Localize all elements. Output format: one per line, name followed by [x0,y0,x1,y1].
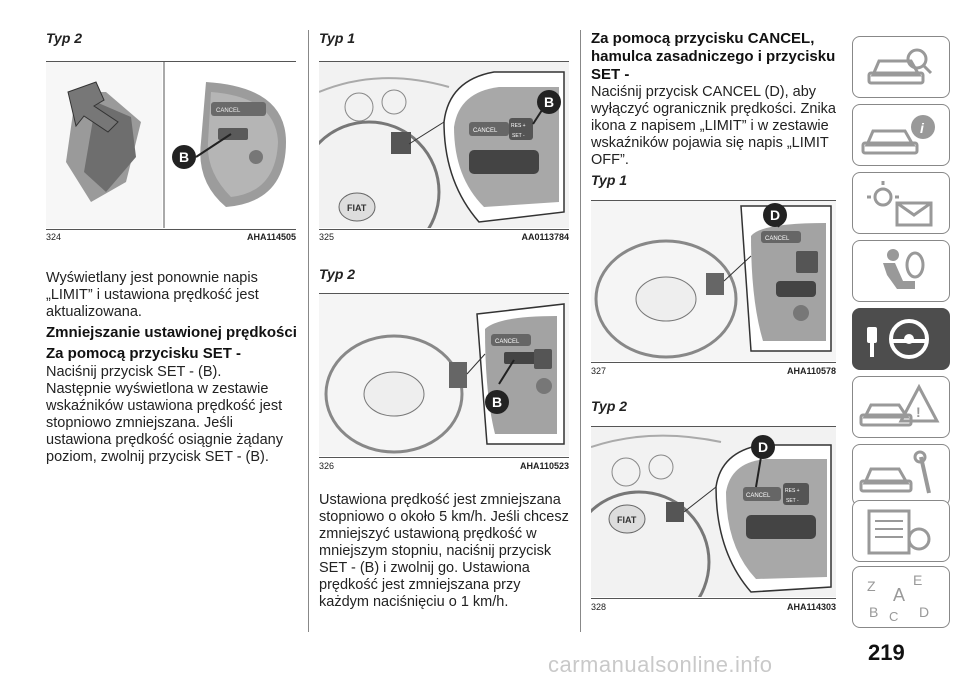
svg-text:B: B [869,604,878,620]
svg-text:RES +: RES + [785,488,800,494]
subsection-heading: Za pomocą przycisku SET - [46,345,242,362]
tab-warning-lights[interactable] [852,172,950,234]
divider [591,426,836,427]
car-crash-warning-icon: ! [859,383,940,427]
divider [319,229,569,230]
svg-text:D: D [919,604,929,620]
cancel-label: CANCEL [216,108,241,114]
car-search-icon [867,48,933,85]
tab-alphabetical-index[interactable]: Z E A B C D [852,566,950,628]
tab-car-info[interactable]: i [852,104,950,166]
tab-starting-driving[interactable] [852,308,950,370]
watermark: carmanualsonline.info [548,652,773,677]
paragraph: Następnie wyświetlona w zestawie wskaźni… [46,381,283,465]
section-heading-typ1: Typ 1 [591,172,628,188]
warning-lights-icon [867,181,933,227]
technical-data-icon [867,509,931,555]
figure-324: CANCEL B [46,62,296,228]
figure-code: AA0113784 [521,232,569,242]
alphabet-index-icon: Z E A B C D [867,572,929,624]
callout-d: D [758,439,768,455]
svg-text:SET -: SET - [512,133,525,139]
divider [591,362,836,363]
paragraph: Ustawiona prędkość jest zmniejszana stop… [319,492,569,610]
callout-b: B [179,149,189,165]
section-heading-typ2: Typ 2 [319,266,356,282]
car-info-icon: i [861,115,935,155]
callout-d: D [770,207,780,223]
figure-code: AHA114303 [786,602,836,612]
svg-text:!: ! [916,404,921,420]
airbag-seat-icon [883,249,925,289]
column-separator [308,30,309,632]
figure-number: 328 [591,602,607,612]
tab-technical-data[interactable] [852,500,950,562]
svg-text:C: C [889,609,898,624]
paragraph: Naciśnij przycisk CANCEL (D), aby wyłącz… [591,84,836,168]
divider [319,61,569,62]
svg-text:SET -: SET - [786,498,799,504]
figure-caption-325: 325 AA0113784 [319,232,569,244]
figure-caption-327: 327 AHA110578 [591,366,836,378]
svg-text:CANCEL: CANCEL [495,339,520,345]
section-heading: Za pomocą przycisku CANCEL, hamulca zasa… [591,30,836,83]
car-maintenance-icon [859,450,931,494]
svg-text:i: i [920,120,925,136]
svg-text:E: E [913,572,922,588]
tab-car-search[interactable] [852,36,950,98]
paragraph: Naciśnij przycisk SET - (B). [46,364,222,380]
section-heading-typ1: Typ 1 [319,30,356,46]
figure-number: 326 [319,461,335,471]
tab-airbag-seat[interactable] [852,240,950,302]
callout-b: B [544,94,554,110]
paragraph: Wyświetlany jest ponownie napis „LIMIT” … [46,270,259,320]
tab-maintenance[interactable] [852,444,950,506]
divider [591,200,836,201]
section-heading: Zmniejszanie ustawionej prędkości [46,324,297,341]
divider [319,293,569,294]
column-separator [580,30,581,632]
section-heading-typ2: Typ 2 [591,398,628,414]
callout-b: B [492,394,502,410]
figure-code: AHA114505 [246,232,296,242]
divider [591,598,836,599]
figure-327: CANCEL D [591,201,836,361]
figure-code: AHA110578 [786,366,836,376]
svg-text:A: A [893,585,905,605]
divider [46,61,296,62]
figure-number: 327 [591,366,607,376]
svg-text:Z: Z [867,578,876,594]
figure-328: FIAT CANCEL RES + SET - D [591,427,836,597]
figure-number: 325 [319,232,335,242]
figure-code: AHA110523 [519,461,569,471]
svg-text:CANCEL: CANCEL [473,128,498,134]
steering-wheel-key-icon [867,319,929,359]
fiat-logo-text: FIAT [347,203,367,213]
figure-number: 324 [46,232,62,242]
tab-emergency[interactable]: ! [852,376,950,438]
svg-text:FIAT: FIAT [617,515,637,525]
figure-325: FIAT CANCEL RES + SET - B [319,62,569,228]
svg-text:RES +: RES + [511,123,526,129]
figure-caption-328: 328 AHA114303 [591,602,836,614]
divider [46,229,296,230]
figure-caption-324: 324 AHA114505 [46,232,296,244]
page-number: 219 [868,640,905,665]
section-heading-typ2: Typ 2 [46,30,83,46]
figure-326: CANCEL B [319,294,569,456]
svg-text:CANCEL: CANCEL [746,493,771,499]
svg-text:CANCEL: CANCEL [765,236,790,242]
divider [319,457,569,458]
figure-caption-326: 326 AHA110523 [319,461,569,473]
